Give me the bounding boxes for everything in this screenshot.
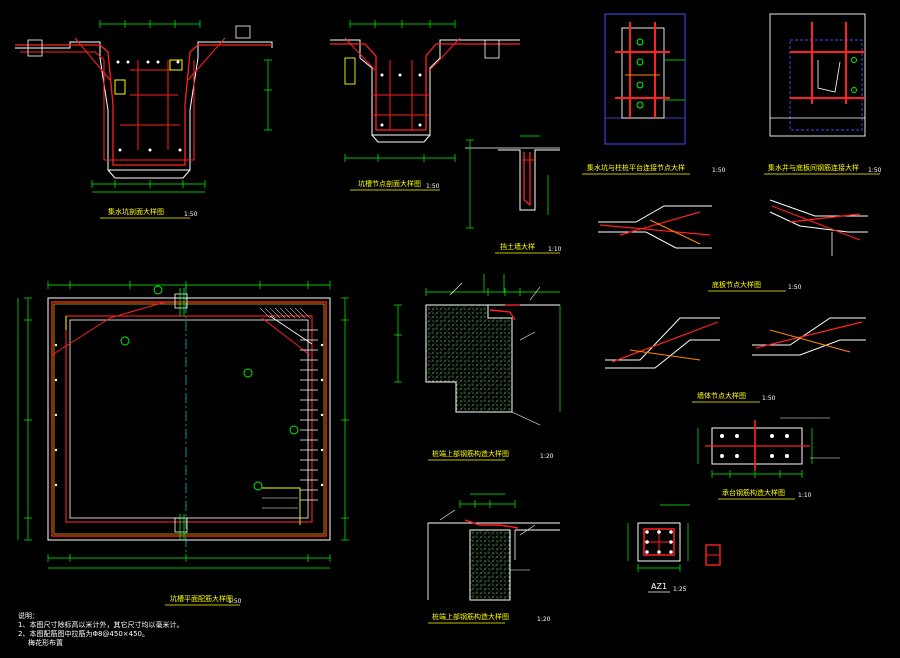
detail-6-title: 底板节点大样图	[712, 280, 761, 289]
detail-7-title: 墙体节点大样图	[697, 391, 746, 400]
detail-wall-node: 墙体节点大样图 1:50	[605, 317, 866, 403]
notes-line-3: 梅花形布置	[28, 639, 63, 647]
detail-10-scale: 1:20	[537, 616, 551, 623]
detail-5-title: 集水井与底板间钢筋连接大样	[768, 163, 859, 172]
detail-3-title: 挡土墙大样	[500, 242, 535, 251]
notes-line-2: 2、本图配筋图中拉筋为Φ8@450×450。	[18, 630, 150, 638]
detail-8-title: 坑槽平面配筋大样图	[170, 594, 233, 603]
detail-12-title: AZ1	[651, 582, 667, 591]
notes-heading: 说明：	[18, 612, 39, 620]
detail-8-scale: 1:50	[228, 598, 242, 605]
detail-9-scale: 1:20	[540, 453, 554, 460]
detail-1-title: 集水坑剖面大样图	[108, 207, 164, 216]
detail-5-scale: 1:50	[868, 167, 882, 174]
detail-2-title: 坑槽节点剖面大样图	[358, 179, 421, 188]
detail-7-scale: 1:50	[762, 395, 776, 402]
notes-line-1: 1、本图尺寸除标高以米计外，其它尺寸均以毫米计。	[18, 621, 184, 629]
detail-pile-top-2: 桩端上部钢筋构造大样图 1:20	[427, 493, 560, 624]
detail-cap-rebar: 承台钢筋构造大样图 1:10	[697, 417, 840, 500]
detail-10-title: 桩端上部钢筋构造大样图	[432, 612, 509, 621]
detail-11-title: 承台钢筋构造大样图	[722, 488, 785, 497]
detail-column-connection: 集水坑与柱桩平台连接节点大样 1:50	[582, 13, 726, 175]
detail-sump-slab-connection: 集水井与底板间钢筋连接大样 1:50	[764, 13, 882, 175]
detail-4-scale: 1:50	[712, 167, 726, 174]
detail-9-title: 桩端上部钢筋构造大样图	[432, 449, 509, 458]
detail-11-scale: 1:10	[798, 492, 812, 499]
detail-retaining-wall: 挡土墙大样 1:10	[465, 135, 562, 254]
detail-pit-plan: 坑槽平面配筋大样图 1:50	[17, 281, 349, 606]
detail-slab-node: 底板节点大样图 1:50	[598, 199, 868, 292]
detail-4-title: 集水坑与柱桩平台连接节点大样	[587, 163, 685, 172]
detail-pit-section: 坑槽节点剖面大样图 1:50	[330, 20, 520, 191]
general-notes: 说明： 1、本图尺寸除标高以米计外，其它尺寸均以毫米计。 2、本图配筋图中拉筋为…	[18, 612, 183, 648]
detail-3-scale: 1:10	[548, 246, 562, 253]
detail-sump-section: 集水坑剖面大样图 1:50	[15, 20, 273, 219]
detail-pile-top-1: 桩端上部钢筋构造大样图 1:20	[394, 274, 561, 461]
detail-2-scale: 1:50	[426, 183, 440, 190]
detail-az1-column: AZ1 1:25	[627, 504, 721, 593]
detail-1-scale: 1:50	[184, 211, 198, 218]
detail-6-scale: 1:50	[788, 284, 802, 291]
detail-12-scale: 1:25	[673, 586, 687, 593]
